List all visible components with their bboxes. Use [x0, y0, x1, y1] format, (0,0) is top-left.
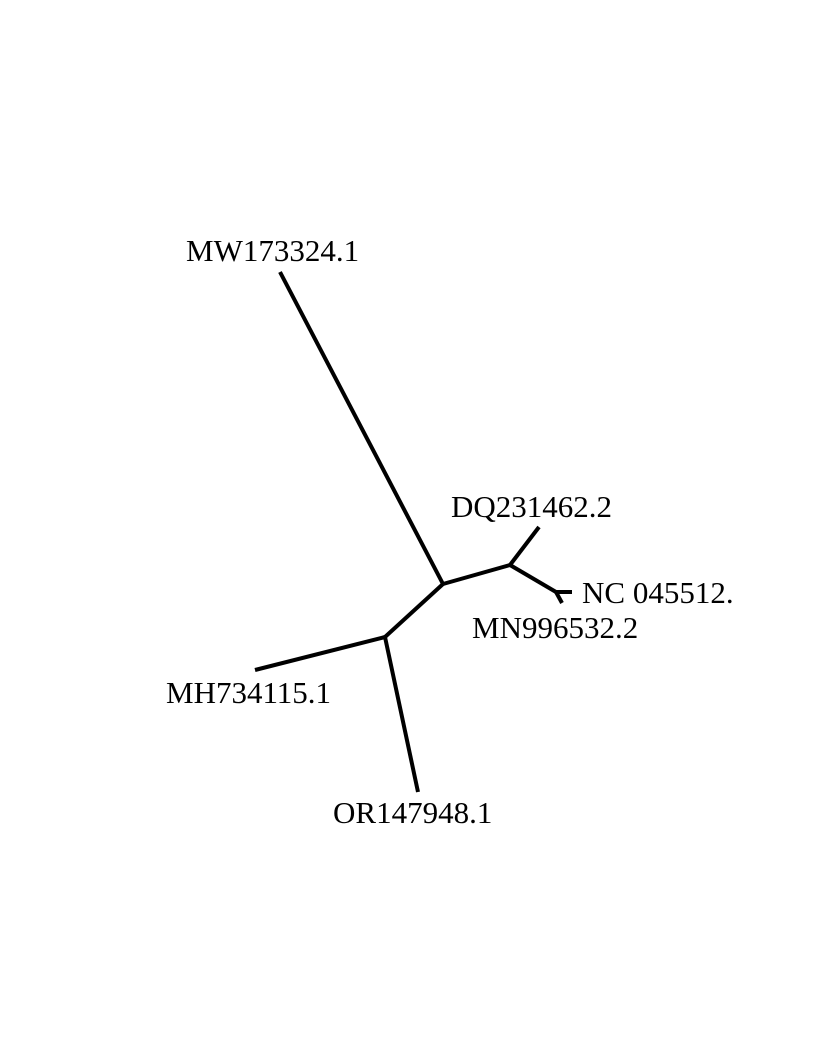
tip-label-or147948: OR147948.1 [333, 795, 492, 830]
branches [254, 271, 572, 793]
branch-internal-nc-mn [508, 563, 558, 594]
branch-internal-top [442, 563, 511, 586]
tip-labels: MW173324.1 DQ231462.2 NC 045512. MN99653… [166, 233, 734, 830]
branch-internal-bottom [383, 582, 445, 639]
branch-mn996532 [554, 591, 564, 604]
tip-label-mh734115: MH734115.1 [166, 675, 331, 710]
tip-label-dq231462: DQ231462.2 [451, 489, 612, 524]
tip-label-mn996532: MN996532.2 [472, 610, 638, 645]
tip-label-nc045512: NC 045512. [582, 575, 734, 610]
branch-mw173324 [278, 271, 445, 585]
branch-dq231462 [508, 525, 541, 567]
tip-label-mw173324: MW173324.1 [186, 233, 359, 268]
branch-or147948 [383, 636, 420, 793]
branch-mh734115 [254, 635, 386, 672]
